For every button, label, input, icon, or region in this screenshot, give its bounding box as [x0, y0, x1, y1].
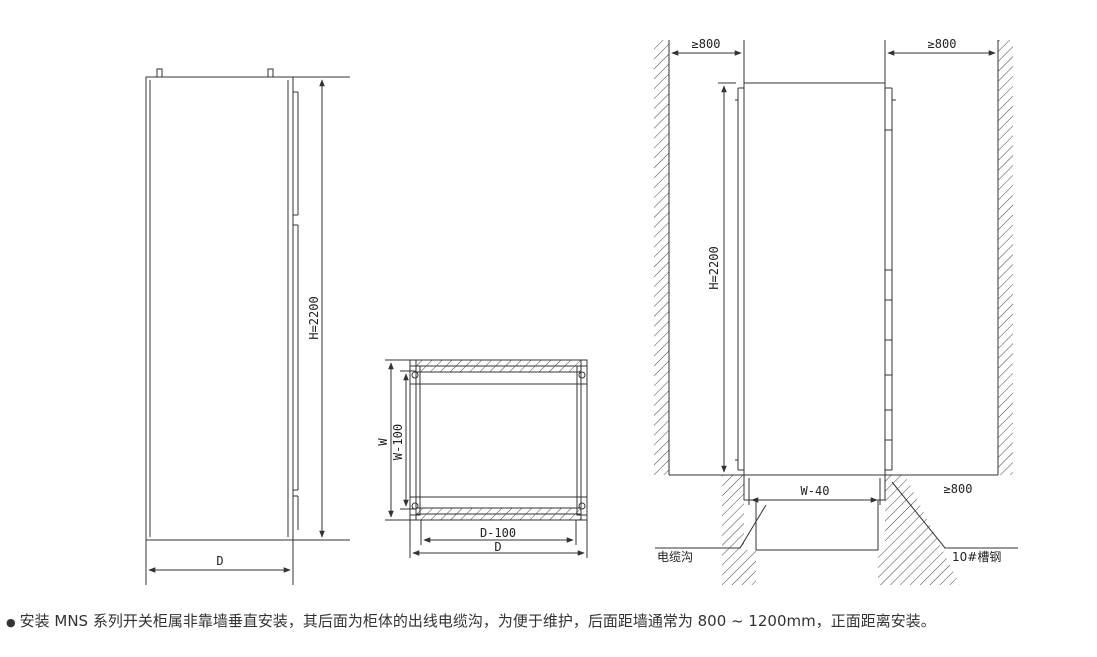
clear-bottom-right-label: ≥800: [944, 482, 973, 496]
trench-width-label: W-40: [801, 484, 830, 498]
lifting-lug: [156, 68, 163, 78]
channel-steel-leader: [891, 481, 1018, 549]
channel-steel-label: 10#槽钢: [952, 550, 1001, 564]
cabinet-front: [743, 82, 886, 476]
bullet-icon: ●: [6, 616, 16, 629]
cabinet-side: [145, 76, 294, 541]
installation-note: ●安装 MNS 系列开关柜属非靠墙垂直安装，其后面为柜体的出线电缆沟，为便于维护…: [6, 610, 1094, 631]
plan-depth-label: D: [494, 540, 501, 554]
trench-leader: [655, 504, 767, 549]
installation-note-text: 安装 MNS 系列开关柜属非靠墙垂直安装，其后面为柜体的出线电缆沟，为便于维护，…: [19, 612, 936, 630]
left-wall: [654, 40, 669, 475]
right-wall: [998, 40, 1013, 475]
plan-view: [385, 359, 588, 558]
side-depth-label: D: [216, 554, 223, 568]
side-view: [145, 68, 350, 585]
lifting-lug: [267, 68, 274, 78]
front-height-label: H=2200: [707, 246, 721, 289]
top-rail: [415, 359, 582, 373]
plan-depth-inner-label: D-100: [480, 526, 516, 540]
trench-left-hatch: [722, 475, 756, 585]
front-view: [654, 40, 1018, 585]
plan-width-label: W: [376, 438, 390, 446]
plan-width-inner-label: W-100: [391, 424, 405, 460]
side-height-label: H=2200: [307, 296, 321, 339]
installation-drawing: H=2200 D W: [145, 37, 1018, 585]
clear-right-label: ≥800: [928, 37, 957, 51]
cable-trench-label: 电缆沟: [657, 550, 693, 564]
clear-left-label: ≥800: [692, 37, 721, 51]
bottom-rail: [415, 507, 582, 521]
trench-right-hatch: [878, 475, 960, 585]
